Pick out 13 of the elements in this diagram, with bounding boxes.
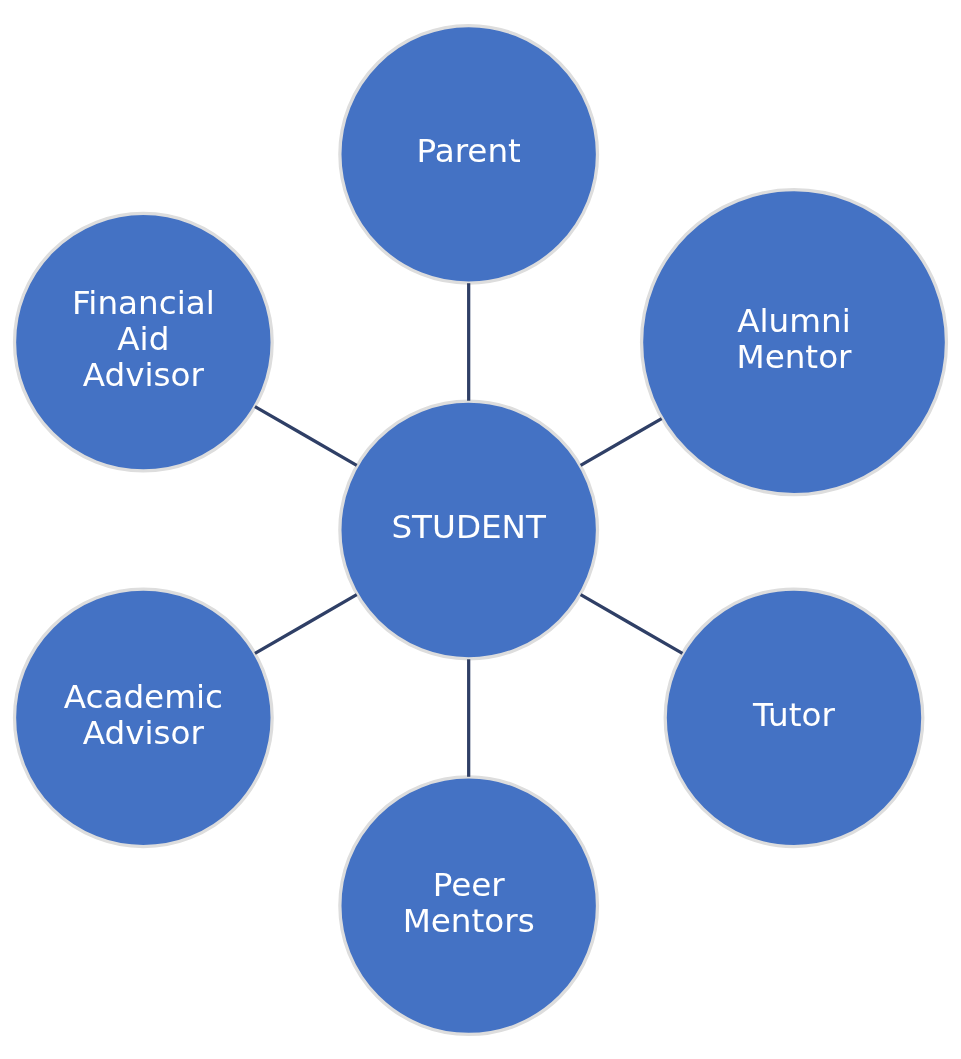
connector (579, 592, 684, 655)
node-circle: Alumni Mentor (639, 187, 949, 496)
node-circle: STUDENT (338, 399, 600, 660)
node-circle: Tutor (663, 586, 925, 848)
connector (254, 404, 358, 467)
node-circle: Academic Advisor (12, 586, 274, 848)
connector (579, 416, 663, 467)
connector (467, 658, 471, 777)
node-circle: Parent (338, 23, 600, 285)
node-circle: Peer Mentors (338, 774, 600, 1036)
node-circle: Financial Aid Advisor (12, 211, 274, 473)
connector (467, 282, 471, 401)
connector (254, 592, 358, 655)
